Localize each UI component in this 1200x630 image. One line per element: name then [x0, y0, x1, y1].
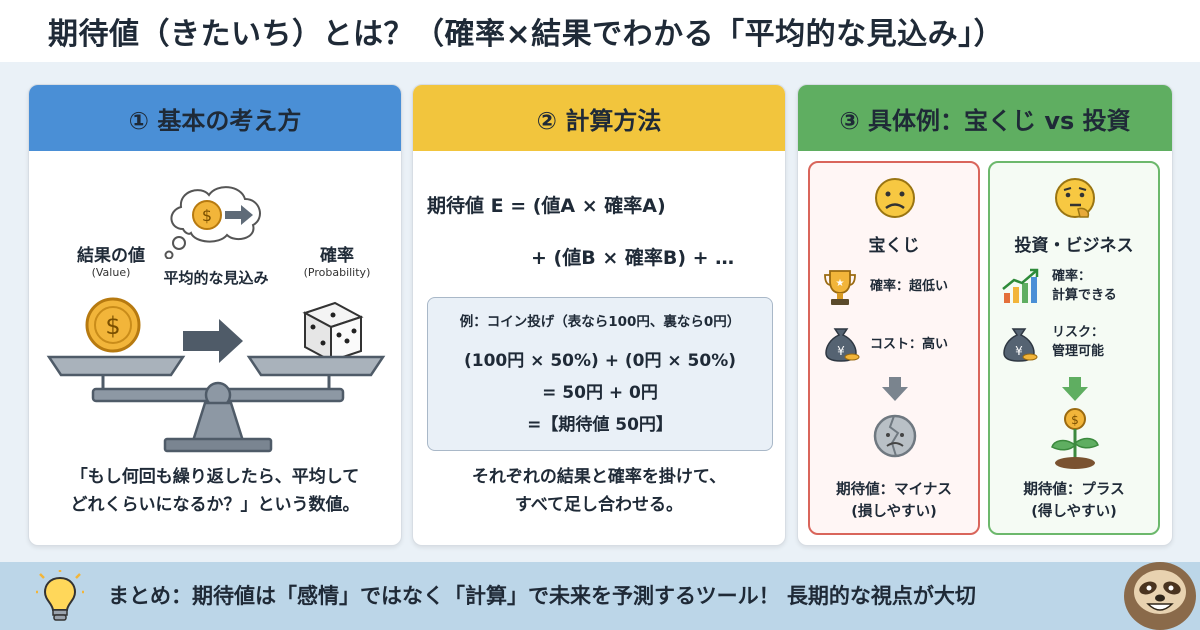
broken-coin-icon: [873, 414, 917, 458]
lottery-cost: コスト：高い: [870, 337, 949, 352]
lottery-result-line1: 期待値：マイナス: [836, 482, 952, 498]
probability-label: 確率: [320, 246, 354, 266]
example-line2: = 50円 + 0円: [542, 383, 658, 403]
expectation-label: 平均的な見込み: [163, 269, 269, 287]
invest-probability-line1: 確率：: [1052, 269, 1092, 284]
invest-result-line1: 期待値：プラス: [1023, 482, 1125, 498]
growth-chart-icon: [1002, 268, 1039, 303]
summary-footer: まとめ：期待値は「感情」ではなく「計算」で未来を予測するツール！ 長期的な視点が…: [0, 562, 1200, 630]
invest-result-line2: (得しやすい): [1031, 504, 1117, 520]
value-label: 結果の値: [77, 246, 145, 266]
summary-text: まとめ：期待値は「感情」ではなく「計算」で未来を予測するツール！ 長期的な視点が…: [108, 584, 976, 608]
sad-face-icon: [875, 178, 915, 218]
money-bag-icon: ¥: [1003, 328, 1038, 362]
balance-scale-icon: $: [46, 297, 386, 453]
panel-example-heading: ③ 具体例：宝くじ vs 投資: [798, 85, 1172, 151]
arrow-down-icon: [1062, 377, 1088, 401]
investment-card: 投資・ビジネス 確率： 計算できる ¥ リスク： 管理可能 $: [988, 161, 1160, 535]
svg-text:¥: ¥: [837, 344, 845, 358]
lottery-title: 宝くじ: [868, 236, 920, 256]
invest-risk-line2: 管理可能: [1052, 344, 1105, 359]
arrow-down-icon: [882, 377, 908, 401]
calc-caption-line2: すべて足し合わせる。: [514, 495, 684, 515]
page-title: 期待値（きたいち）とは？（確率×結果でわかる「平均的な見込み」）: [48, 17, 1005, 52]
money-plant-icon: $: [1051, 408, 1099, 469]
probability-sub-label: (Probability): [303, 266, 371, 279]
example-box: 例：コイン投げ（表なら100円、裏なら0円） (100円 × 50%) + (0…: [427, 297, 773, 451]
formula-line2: + (値B × 確率B) + …: [531, 247, 735, 269]
basic-caption-line1: 「もし何回も繰り返したら、平均して: [70, 467, 360, 487]
sloth-mascot-icon: [1124, 562, 1196, 630]
value-sub-label: (Value): [91, 266, 131, 279]
svg-text:★: ★: [836, 278, 845, 289]
panel-calc-heading: ② 計算方法: [413, 85, 785, 151]
lottery-card: 宝くじ ★ 確率：超低い ¥ コスト：高い 期待値：マイナス (損しやす: [808, 161, 980, 535]
panel-calculation: ② 計算方法 期待値 E = (値A × 確率A) + (値B × 確率B) +…: [412, 84, 786, 546]
panel-basic-concept: ① 基本の考え方 $ 結果の値 (Value) 平均的な見込み 確率 (Prob…: [28, 84, 402, 546]
lightbulb-icon: [36, 570, 84, 621]
svg-text:$: $: [202, 206, 212, 225]
invest-risk-line1: リスク：: [1052, 325, 1105, 340]
lottery-result-line2: (損しやすい): [851, 504, 937, 520]
calc-caption-line1: それぞれの結果と確率を掛けて、: [471, 467, 727, 487]
example-title: 例：コイン投げ（表なら100円、裏なら0円）: [459, 314, 741, 330]
svg-text:$: $: [105, 312, 120, 340]
money-bag-icon: ¥: [825, 328, 860, 362]
panel-basic-heading: ① 基本の考え方: [29, 85, 401, 151]
example-line1: (100円 × 50%) + (0円 × 50%): [463, 351, 737, 371]
thinking-face-icon: [1055, 178, 1095, 218]
panel-example: ③ 具体例：宝くじ vs 投資 宝くじ ★ 確率：超低い ¥ コスト：高い: [797, 84, 1173, 546]
investment-title: 投資・ビジネス: [1014, 236, 1134, 256]
example-line3: =【期待値 50円】: [527, 415, 673, 435]
formula-line1: 期待値 E = (値A × 確率A): [427, 195, 666, 217]
trophy-icon: ★: [824, 270, 856, 305]
basic-caption-line2: どれくらいになるか？」という数値。: [70, 495, 360, 515]
svg-text:¥: ¥: [1015, 344, 1023, 358]
invest-probability-line2: 計算できる: [1052, 288, 1117, 303]
lottery-probability: 確率：超低い: [870, 279, 949, 294]
thought-bubble-icon: $: [164, 186, 261, 259]
title-bar: 期待値（きたいち）とは？（確率×結果でわかる「平均的な見込み」）: [0, 0, 1200, 62]
svg-text:$: $: [1071, 413, 1079, 427]
